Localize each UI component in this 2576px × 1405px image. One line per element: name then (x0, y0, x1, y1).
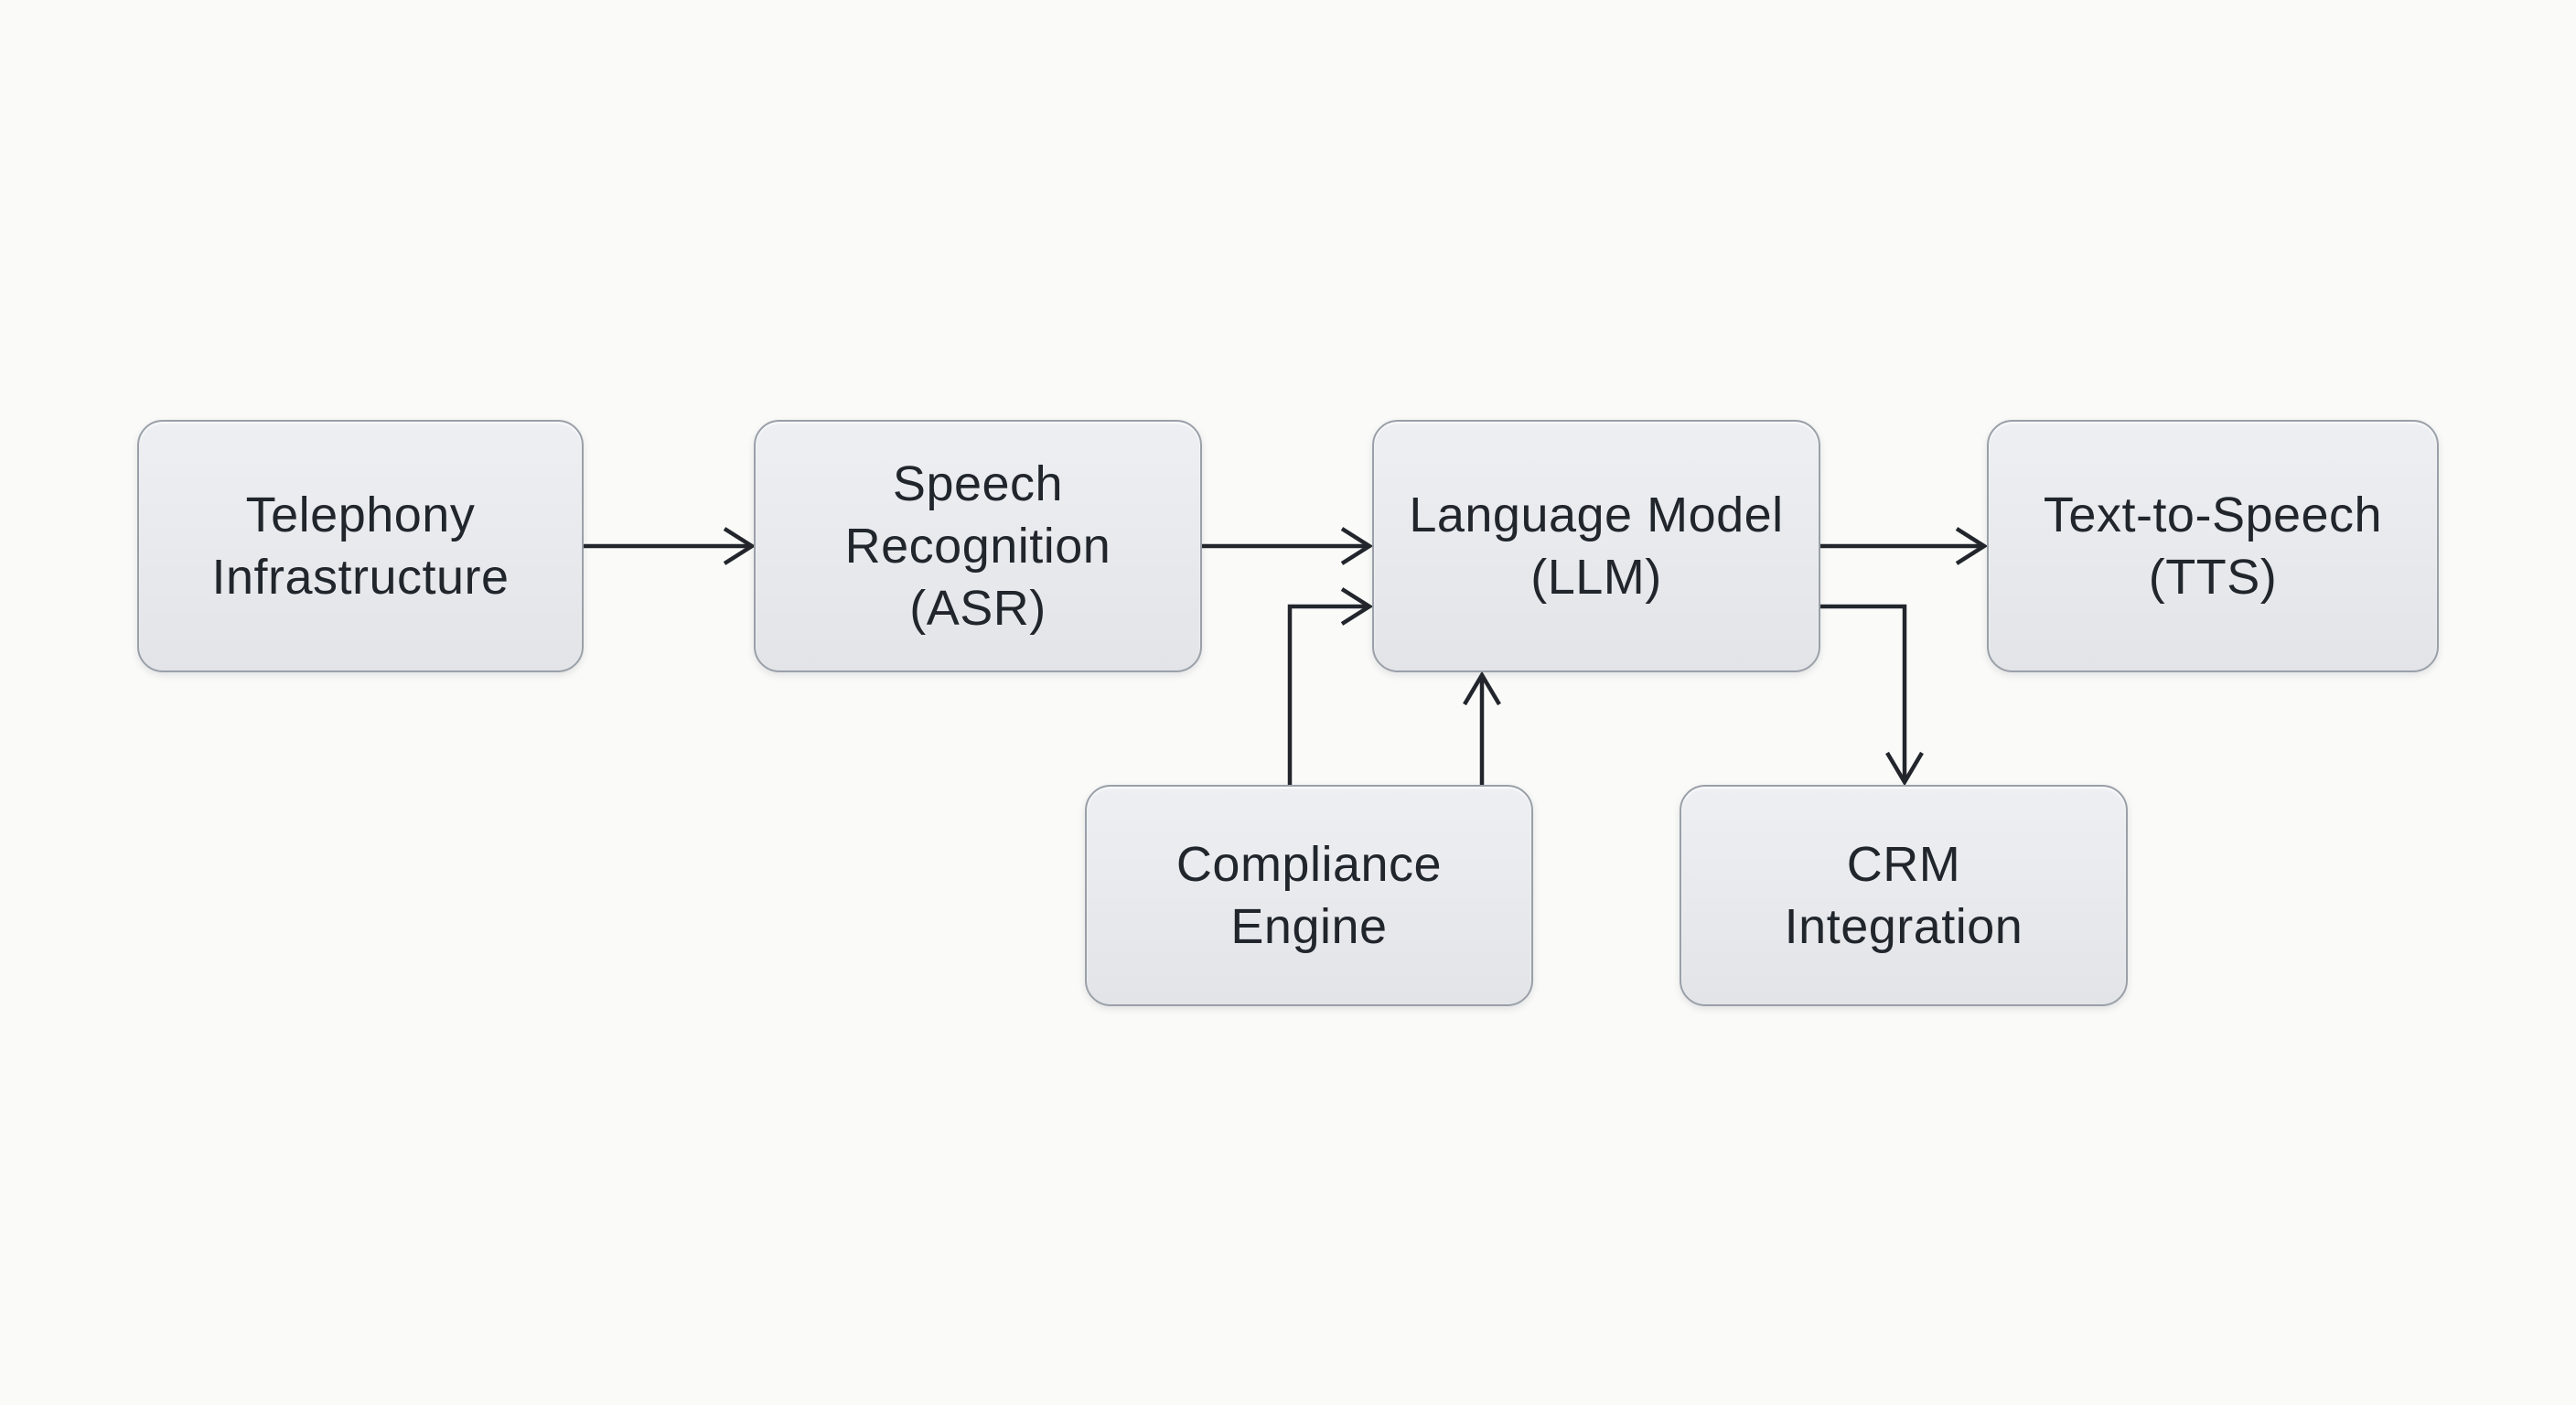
node-label: Compliance Engine (1175, 836, 1443, 954)
edge-llm-to-tts (1820, 527, 1989, 565)
edge-compliance-to-llm-left (1287, 587, 1374, 785)
node-label: Text-to-Speech (TTS) (2043, 487, 2383, 605)
node-telephony-infrastructure: Telephony Infrastructure (137, 420, 584, 672)
edge-compliance-to-llm-bottom (1463, 670, 1501, 785)
node-label: CRM Integration (1784, 836, 2023, 954)
edge-asr-to-llm (1202, 527, 1374, 565)
node-label: Telephony Infrastructure (211, 487, 510, 605)
edge-llm-to-crm (1820, 604, 1924, 787)
node-language-model-llm: Language Model (LLM) (1372, 420, 1820, 672)
node-text-to-speech-tts: Text-to-Speech (TTS) (1987, 420, 2439, 672)
node-compliance-engine: Compliance Engine (1085, 785, 1533, 1006)
node-label: Speech Recognition (ASR) (844, 456, 1111, 637)
edge-telephony-to-asr (584, 527, 757, 565)
node-crm-integration: CRM Integration (1680, 785, 2128, 1006)
node-speech-recognition-asr: Speech Recognition (ASR) (754, 420, 1202, 672)
node-label: Language Model (LLM) (1409, 487, 1784, 605)
